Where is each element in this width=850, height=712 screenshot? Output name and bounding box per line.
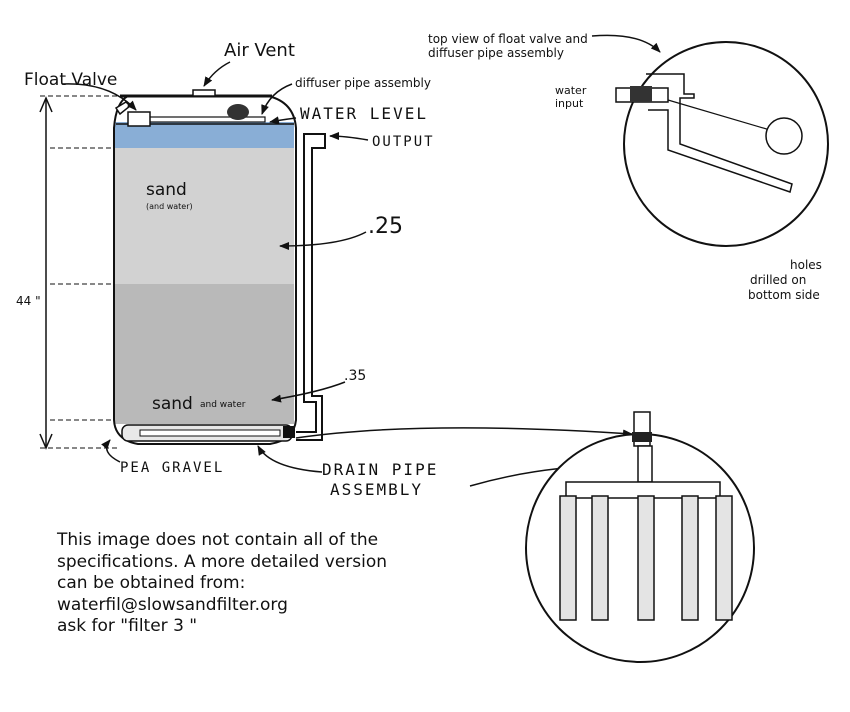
holes-label-1: holes [790, 258, 822, 272]
pea-gravel-label: PEA GRAVEL [120, 460, 225, 476]
water-input-label-1: water [555, 84, 587, 97]
water-level-label: WATER LEVEL [300, 104, 428, 123]
filter-tank [113, 89, 297, 445]
drain-detail-circle [525, 411, 755, 663]
drain-outlet [283, 426, 295, 438]
sand-bottom-label: sand [152, 394, 193, 414]
note-line-4: waterfil@slowsandfilter.org [57, 594, 288, 615]
top-view-circle [615, 41, 829, 247]
output-pipe [296, 133, 326, 441]
top-view-label-1: top view of float valve and [428, 32, 588, 46]
air-vent-cap [192, 89, 216, 97]
water-input-label-2: input [555, 97, 584, 110]
height-label: 44 " [16, 294, 41, 308]
drain-pipe-inner [139, 429, 281, 437]
value-35-label: .35 [344, 368, 367, 384]
sand-upper-layer [114, 148, 294, 284]
sand-top-label: sand [146, 180, 187, 200]
drain-legs [559, 495, 733, 621]
float-valve-label: Float Valve [24, 70, 118, 90]
holes-label-2: drilled on [750, 273, 807, 287]
holes-label-3: bottom side [748, 288, 820, 302]
drain-pipe-label: DRAIN PIPE [322, 460, 439, 479]
air-vent-label: Air Vent [224, 40, 295, 61]
top-view-label-2: diffuser pipe assembly [428, 46, 564, 60]
note-line-3: can be obtained from: [57, 573, 246, 593]
note-line-2: specifications. A more detailed version [57, 551, 388, 572]
tank-outline [113, 95, 297, 445]
top-view-pipe [646, 73, 793, 193]
spec-note: This image does not contain all of the s… [57, 530, 417, 638]
output-label: OUTPUT [372, 134, 435, 150]
top-view-float [765, 117, 803, 155]
sand-top-sub-label: (and water) [146, 202, 193, 211]
sand-lower-layer [114, 284, 294, 424]
height-dimension [39, 95, 120, 450]
note-line-1: This image does not contain all of the [57, 530, 379, 550]
assembly-label: ASSEMBLY [330, 480, 424, 499]
note-line-5: ask for "filter 3 " [57, 616, 198, 636]
value-25-label: .25 [368, 214, 403, 239]
diffuser-label: diffuser pipe assembly [295, 76, 431, 90]
float-ball [227, 104, 249, 120]
sand-bottom-sub-label: and water [200, 400, 246, 410]
